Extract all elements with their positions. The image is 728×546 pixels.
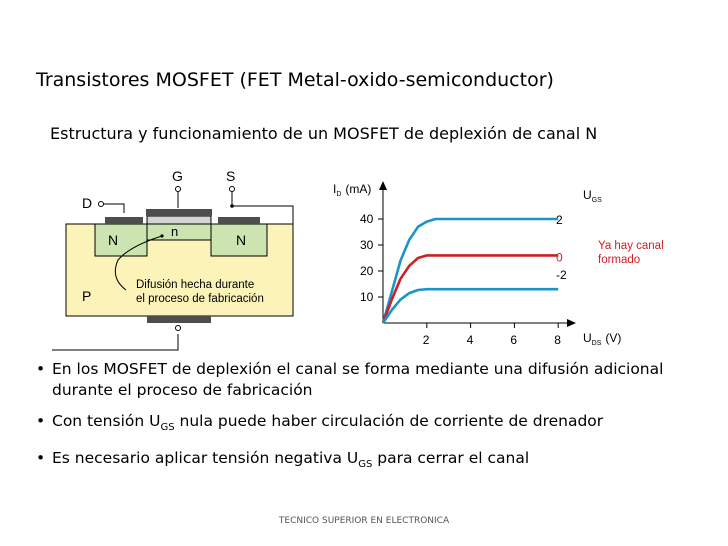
n-left-label: N — [108, 232, 118, 248]
y-tick-label: 20 — [360, 264, 374, 278]
y-tick-label: 30 — [360, 238, 374, 252]
junction-dot — [230, 204, 234, 208]
y-axis-title-main: I — [333, 182, 336, 196]
n-right-label: N — [236, 232, 246, 248]
n-region-left — [94, 223, 148, 257]
series-label: -2 — [556, 268, 567, 282]
gate-terminal — [175, 186, 181, 192]
bulk-metal — [147, 316, 211, 323]
diffusion-pointer — [114, 235, 163, 291]
bulk-wire — [52, 334, 179, 351]
series-line — [381, 217, 559, 324]
diffusion-note-line2: el proceso de fabricación — [136, 293, 264, 305]
series-label: 2 — [556, 213, 563, 227]
x-axis-title-main: U — [583, 331, 592, 345]
bullet-text: Es necesario aplicar tensión negativa U — [52, 449, 359, 468]
diffusion-pointer-dot — [160, 234, 164, 238]
gate-label: G — [172, 168, 183, 184]
y-tick-label: 40 — [360, 212, 374, 226]
bullet-text: Con tensión U — [52, 412, 161, 430]
mosfet-structure: G S D N N n P Difusión hecha durante el … — [52, 168, 294, 351]
drain-wire — [104, 203, 125, 213]
slide-footer: TECNICO SUPERIOR EN ELECTRONICA — [278, 516, 450, 526]
x-axis-title-unit: (V) — [605, 331, 621, 345]
bullet-list: En los MOSFET de deplexión el canal se f… — [36, 359, 716, 485]
x-tick-label: 8 — [554, 333, 561, 347]
drain-label: D — [82, 195, 92, 211]
source-metal — [218, 217, 260, 224]
legend-title-main: U — [583, 188, 592, 202]
legend-title-sub: GS — [592, 197, 602, 204]
bulk-terminal — [175, 325, 181, 331]
series-line — [381, 254, 559, 324]
bullet-subscript: GS — [160, 422, 175, 434]
gate-oxide — [146, 215, 212, 225]
drain-metal — [105, 217, 143, 224]
series-label: 0 — [556, 250, 563, 264]
source-terminal — [229, 186, 235, 192]
x-tick-label: 6 — [510, 333, 517, 347]
y-axis-title-unit: (mA) — [345, 182, 371, 196]
channel-annotation-line1: Ya hay canal — [598, 240, 664, 252]
x-axis-title: UDS(V) — [583, 331, 621, 347]
y-axis-arrow — [379, 181, 387, 190]
chart-series — [381, 217, 559, 324]
x-axis-arrow — [567, 319, 576, 327]
legend-title: UGS — [583, 188, 602, 204]
bullet-item: En los MOSFET de deplexión el canal se f… — [36, 359, 716, 401]
slide-title: Transistores MOSFET (FET Metal-oxido-sem… — [36, 69, 554, 91]
x-axis-title-sub: DS — [592, 340, 602, 347]
bullet-text: para cerrar el canal — [372, 449, 530, 468]
x-tick-label: 4 — [467, 333, 474, 347]
chart-axes — [378, 181, 576, 328]
diffusion-note-line1: Difusión hecha durante — [136, 279, 254, 291]
bullet-item: Es necesario aplicar tensión negativa UG… — [36, 448, 716, 475]
y-axis-title: ID (mA) — [333, 182, 371, 198]
bullet-item: Con tensión UGS nula puede haber circula… — [36, 411, 716, 438]
bullet-text: En los MOSFET de deplexión el canal se f… — [52, 360, 664, 399]
slide-subtitle: Estructura y funcionamiento de un MOSFET… — [50, 124, 598, 143]
bullet-subscript: GS — [358, 459, 373, 471]
n-channel-label: n — [171, 224, 178, 239]
y-axis-title-sub: D — [336, 191, 341, 198]
channel-annotation-line2: formado — [598, 254, 640, 266]
y-tick-label: 10 — [360, 290, 374, 304]
x-tick-label: 2 — [423, 333, 430, 347]
drain-terminal — [98, 201, 104, 207]
bullet-text: nula puede haber circulación de corrient… — [174, 412, 604, 430]
p-label: P — [82, 288, 91, 304]
source-label: S — [226, 168, 235, 184]
n-region-right — [210, 223, 268, 257]
series-line — [381, 287, 559, 324]
source-bulk-wire — [232, 205, 294, 224]
gate-metal — [146, 209, 212, 216]
